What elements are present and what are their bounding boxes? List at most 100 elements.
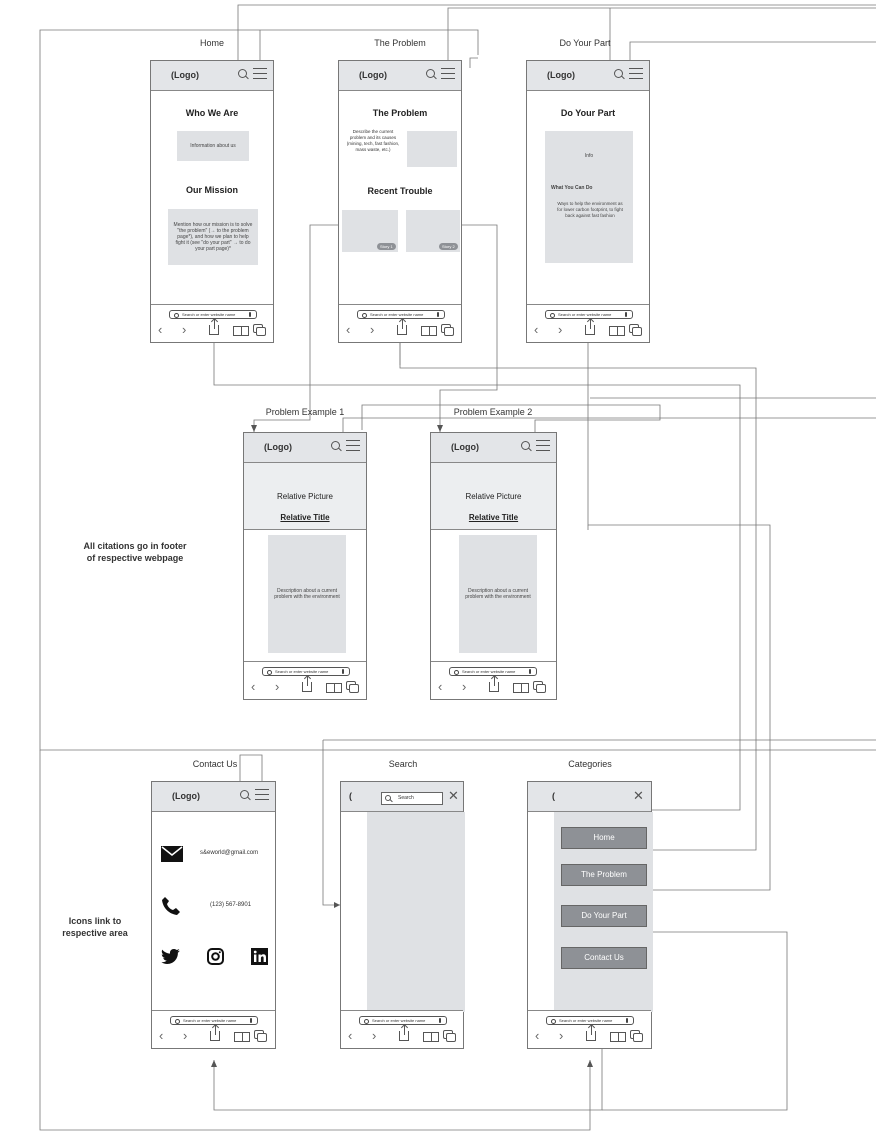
bookmarks-icon[interactable] (233, 326, 249, 336)
browser-bar: Search or enter website name ‹ › (151, 304, 273, 342)
bookmarks-icon[interactable] (234, 1032, 250, 1042)
page-title-problem: The Problem (374, 38, 426, 48)
mail-icon[interactable] (161, 846, 183, 862)
hero-panel: Relative Picture Relative Title (244, 463, 366, 530)
search-icon[interactable] (426, 69, 435, 78)
share-icon[interactable] (489, 676, 499, 692)
phone-search: ( Search ✕ Search or enter website name … (340, 781, 465, 1049)
info-text: Info (584, 153, 594, 159)
share-icon[interactable] (397, 319, 407, 335)
heading-do-your-part: Do Your Part (560, 108, 616, 118)
forward-icon[interactable]: › (370, 322, 375, 337)
menu-icon[interactable] (536, 440, 550, 451)
forward-icon[interactable]: › (372, 1028, 377, 1043)
search-icon (385, 795, 391, 801)
browser-bar: Search or enter website name ‹ › (152, 1010, 275, 1048)
logo[interactable]: (Logo) (172, 791, 200, 801)
menu-item-do-your-part[interactable]: Do Your Part (561, 905, 647, 927)
email-link[interactable]: s&eworld@gmail.com (200, 850, 259, 856)
story-2-button[interactable]: Story 2 (439, 243, 458, 250)
share-icon[interactable] (585, 319, 595, 335)
logo[interactable]: (Logo) (451, 442, 479, 452)
back-icon[interactable]: ‹ (348, 1028, 353, 1043)
tabs-icon[interactable] (536, 684, 546, 693)
search-input[interactable]: Search (381, 792, 443, 805)
menu-item-contact-us[interactable]: Contact Us (561, 947, 647, 969)
bookmarks-icon[interactable] (610, 1032, 626, 1042)
back-icon[interactable]: ‹ (251, 679, 256, 694)
note-icons: Icons link to respective area (62, 916, 128, 938)
page-title-contact: Contact Us (192, 759, 238, 769)
back-icon[interactable]: ‹ (534, 322, 539, 337)
tabs-icon[interactable] (446, 1033, 456, 1042)
search-icon[interactable] (614, 69, 623, 78)
problem-image (407, 131, 457, 167)
twitter-icon[interactable] (161, 949, 181, 965)
tabs-icon[interactable] (632, 327, 642, 336)
phone-icon[interactable] (161, 896, 181, 916)
browser-bar: Search or enter website name ‹ › (244, 661, 366, 699)
info-panel: Info What You Can Do Ways to help the en… (545, 131, 633, 263)
phone-example2: (Logo) Relative Picture Relative Title D… (430, 432, 557, 700)
browser-bar: Search or enter website name ‹ › (341, 1010, 463, 1048)
forward-icon[interactable]: › (558, 322, 563, 337)
menu-icon[interactable] (346, 440, 360, 451)
forward-icon[interactable]: › (183, 1028, 188, 1043)
close-icon[interactable]: ✕ (448, 788, 459, 803)
close-icon[interactable]: ✕ (633, 788, 644, 803)
bookmarks-icon[interactable] (513, 683, 529, 693)
tabs-icon[interactable] (349, 684, 359, 693)
back-icon[interactable]: ‹ (158, 322, 163, 337)
note-citations: All citations go in footer of respective… (83, 541, 187, 563)
back-icon[interactable]: ‹ (159, 1028, 164, 1043)
share-icon[interactable] (586, 1025, 596, 1041)
share-icon[interactable] (302, 676, 312, 692)
phone-number[interactable]: (123) 567-8901 (210, 902, 252, 908)
menu-icon[interactable] (255, 789, 269, 800)
search-icon[interactable] (240, 790, 249, 799)
tabs-icon[interactable] (257, 1033, 267, 1042)
relative-title: Relative Title (280, 513, 330, 522)
forward-icon[interactable]: › (275, 679, 280, 694)
menu-item-home[interactable]: Home (561, 827, 647, 849)
bookmarks-icon[interactable] (423, 1032, 439, 1042)
forward-icon[interactable]: › (559, 1028, 564, 1043)
logo[interactable]: (Logo) (359, 70, 387, 80)
search-icon[interactable] (521, 441, 530, 450)
tabs-icon[interactable] (633, 1033, 643, 1042)
share-icon[interactable] (399, 1025, 409, 1041)
heading-who-we-are: Who We Are (185, 108, 239, 118)
forward-icon[interactable]: › (182, 322, 187, 337)
linkedin-icon[interactable] (251, 948, 268, 965)
search-icon[interactable] (331, 441, 340, 450)
page-title-example1: Problem Example 1 (265, 407, 345, 417)
back-icon[interactable]: ‹ (535, 1028, 540, 1043)
share-icon[interactable] (209, 319, 219, 335)
instagram-icon[interactable] (207, 948, 224, 965)
menu-item-the-problem[interactable]: The Problem (561, 864, 647, 886)
forward-icon[interactable]: › (462, 679, 467, 694)
menu-icon[interactable] (441, 68, 455, 79)
logo[interactable]: (Logo) (264, 442, 292, 452)
bookmarks-icon[interactable] (421, 326, 437, 336)
what-you-can-do: What You Can Do (551, 185, 593, 191)
bookmarks-icon[interactable] (326, 683, 342, 693)
back-icon[interactable]: ‹ (438, 679, 443, 694)
logo[interactable]: (Logo) (171, 70, 199, 80)
menu-icon[interactable] (253, 68, 267, 79)
bookmarks-icon[interactable] (609, 326, 625, 336)
phone-do-your-part: (Logo) Do Your Part Info What You Can Do… (526, 60, 650, 343)
logo[interactable]: (Logo) (547, 70, 575, 80)
search-icon[interactable] (238, 69, 247, 78)
tabs-icon[interactable] (444, 327, 454, 336)
share-icon[interactable] (210, 1025, 220, 1041)
description-box: Description about a current problem with… (268, 535, 346, 653)
menu-icon[interactable] (629, 68, 643, 79)
phone-contact: (Logo) s&eworld@gmail.com (123) 567-8901… (151, 781, 276, 1049)
back-icon[interactable]: ‹ (346, 322, 351, 337)
phone-problem: (Logo) The Problem Describe the current … (338, 60, 462, 343)
phone-example1: (Logo) Relative Picture Relative Title D… (243, 432, 367, 700)
browser-bar: Search or enter website name ‹ › (527, 304, 649, 342)
story-1-button[interactable]: Story 1 (377, 243, 396, 250)
tabs-icon[interactable] (256, 327, 266, 336)
